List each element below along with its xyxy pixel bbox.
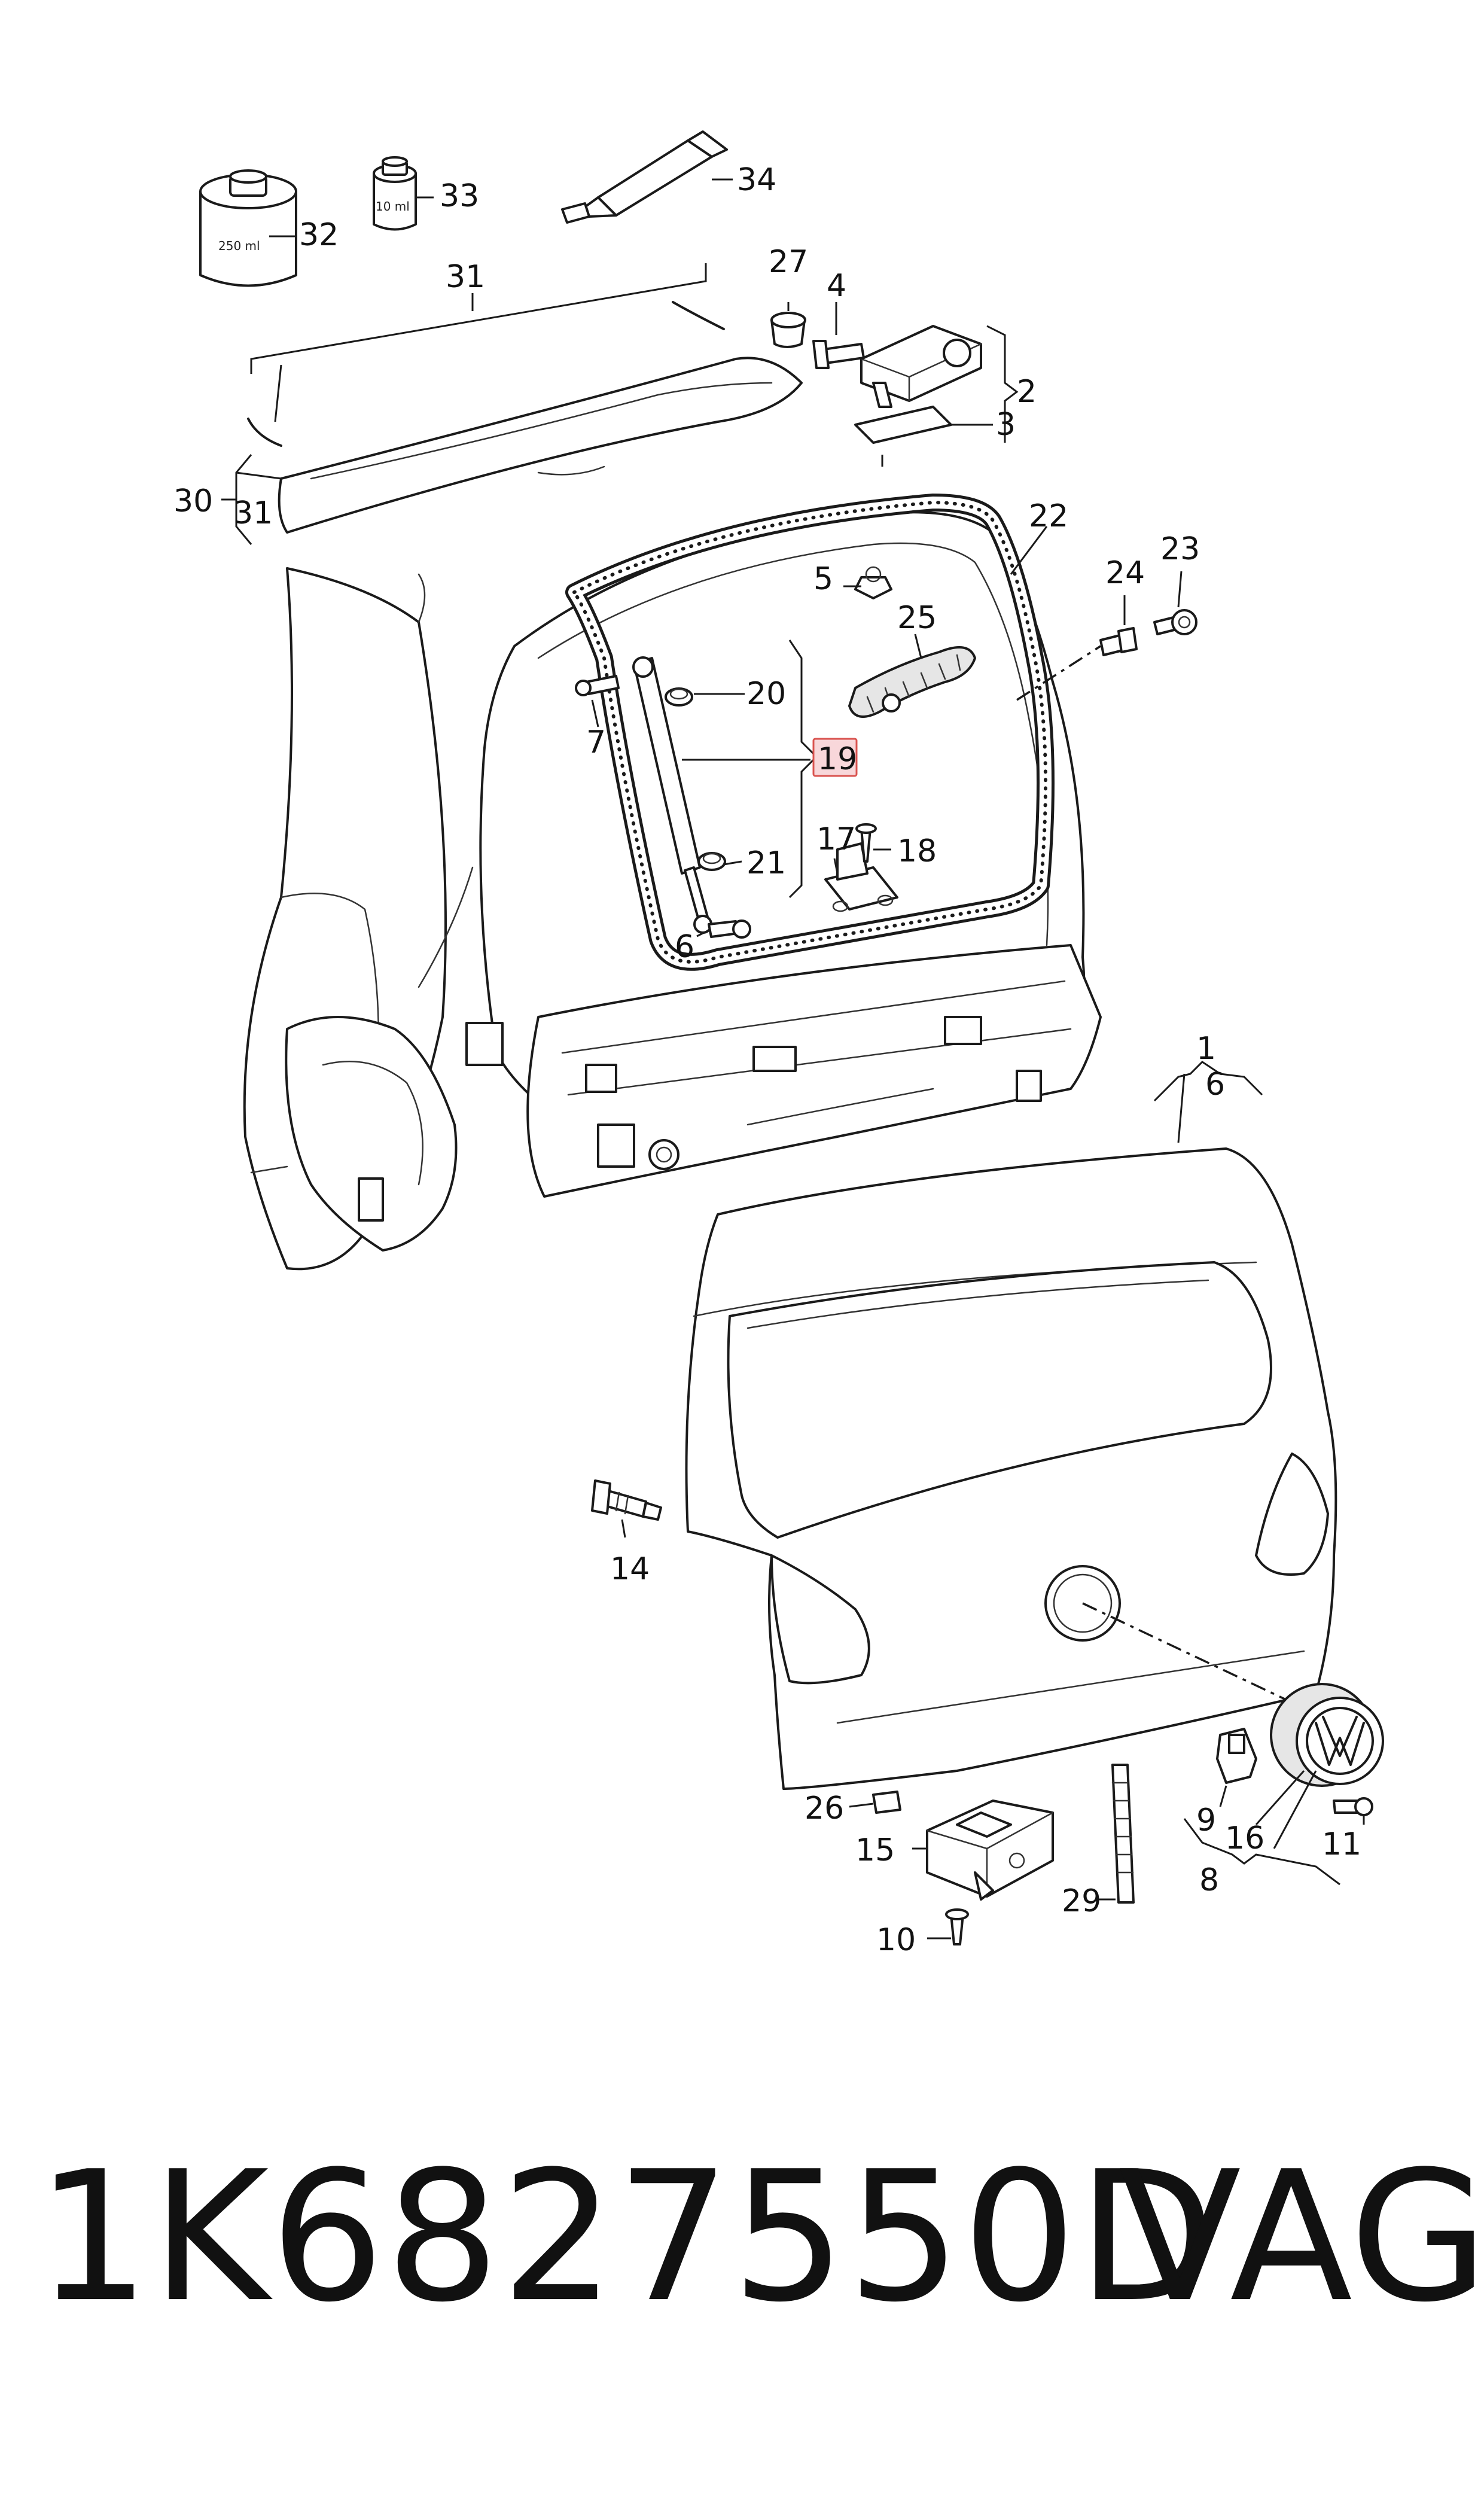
clip-20 [665,687,693,707]
label-3: 3 [996,407,1016,443]
label-7: 7 [586,724,606,760]
label-6-hinge: 6 [675,929,694,965]
screw-11 [1333,1797,1373,1816]
screw-10 [945,1908,969,1945]
dashed-assembly-line [1016,645,1311,1712]
label-17: 17 [816,821,856,857]
footer: 1K6827550D VAG [0,2118,1484,2357]
switch-9 [1216,1728,1257,1784]
gas-strut [632,656,712,934]
emblem-handle-16 [1270,1683,1384,1787]
label-25: 25 [897,600,937,636]
label-10: 10 [876,1922,916,1958]
label-19: 19 [818,741,857,777]
label-8: 8 [1199,1862,1219,1898]
bolt-7 [575,675,620,696]
label-33: 33 [440,178,479,214]
label-2: 2 [1017,374,1037,410]
label-11: 11 [1322,1826,1361,1862]
label-31-top: 31 [446,259,485,295]
label-23: 23 [1160,531,1200,567]
label-21: 21 [746,845,786,881]
label-20: 20 [746,676,786,712]
label-1: 1 [1196,1031,1216,1067]
label-16: 16 [1225,1820,1264,1856]
label-30: 30 [173,483,213,519]
buffer-14 [591,1479,662,1521]
callout-labels: 1 2 3 4 5 6 6 7 8 9 10 11 14 15 16 17 18… [173,162,1361,1958]
label-19-highlight[interactable]: 19 [812,738,858,777]
leader-lines [221,178,1365,1940]
car-body-rear [243,511,1102,1271]
cap-27 [770,312,806,348]
tailgate [685,1147,1337,1790]
label-27: 27 [769,244,808,280]
lock-15 [926,1800,1054,1901]
can-250ml-text: 250 ml [218,239,260,253]
label-32: 32 [299,217,339,253]
label-9: 9 [1196,1803,1216,1838]
label-24: 24 [1105,555,1145,591]
bolt-4 [812,340,865,369]
can-10ml: 10 ml [373,156,417,231]
label-4: 4 [827,268,846,304]
label-29: 29 [1062,1883,1101,1919]
can-10ml-text: 10 ml [376,199,410,214]
label-5: 5 [813,561,833,597]
brand-name: VAG [1119,2133,1484,2342]
label-31-side: 31 [233,495,273,531]
exploded-view-drawing: 250 ml 10 ml [173,130,1384,1958]
buffer-23 [1153,609,1197,635]
stud-24 [1099,627,1138,656]
part-number: 1K6827550D [36,2133,1217,2342]
wiring-harness-25 [848,646,976,718]
nut-5 [854,566,892,599]
clip-21 [697,852,726,871]
spoiler-trim-strips [247,301,725,447]
label-15: 15 [855,1832,895,1868]
nut-26 [872,1791,901,1814]
label-22: 22 [1029,498,1068,534]
label-6-door: 6 [1205,1067,1225,1103]
screw-18 [855,823,877,863]
tailgate-seal [565,494,1055,971]
can-250ml: 250 ml [199,169,297,287]
bolt-6 [708,919,751,939]
rod-29 [1111,1764,1135,1904]
hinge-assembly [854,325,982,444]
label-14: 14 [610,1551,650,1587]
label-26: 26 [805,1791,844,1826]
roof-spoiler [278,357,803,534]
label-34: 34 [737,162,776,198]
label-18: 18 [897,833,937,869]
lock-striker-17 [824,842,898,912]
sealant-tube [561,130,728,224]
